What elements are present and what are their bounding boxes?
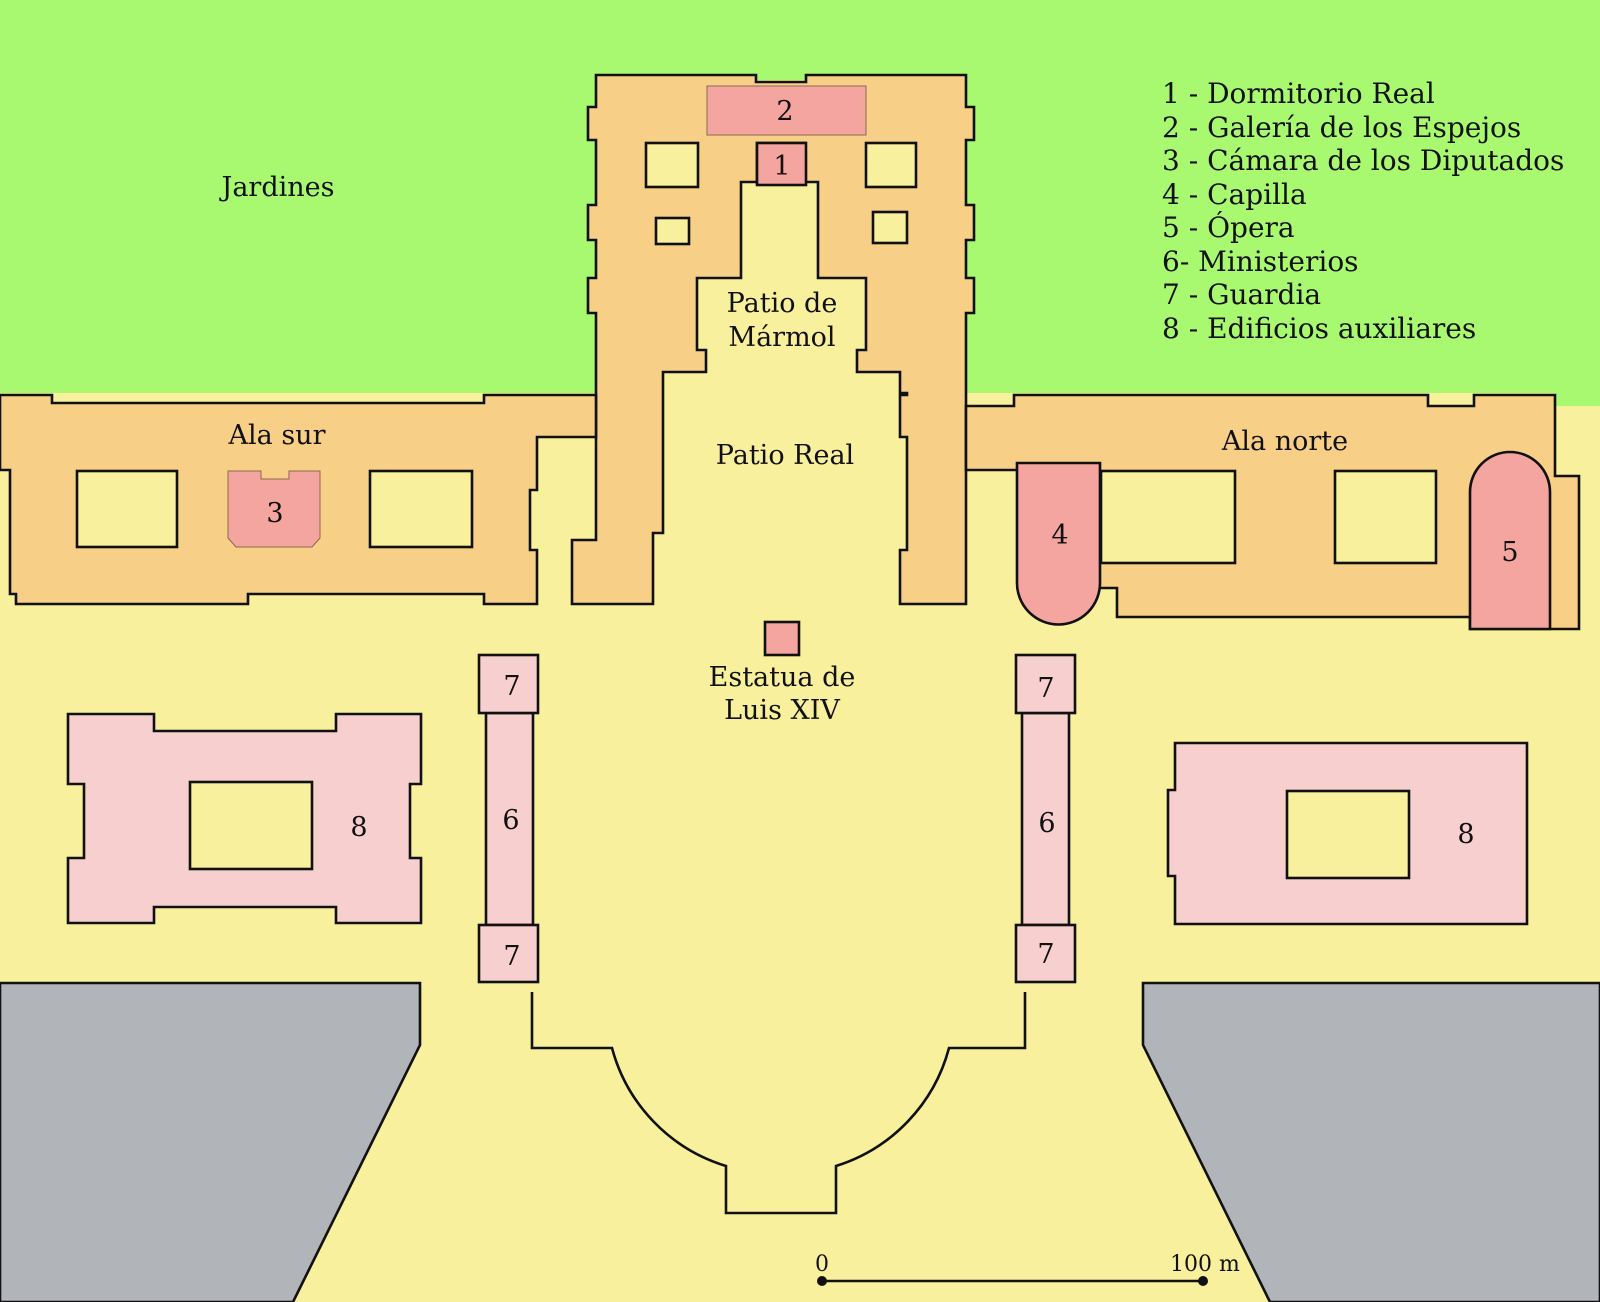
number-chapel: 4 bbox=[1051, 520, 1068, 551]
legend-item: 6- Ministerios bbox=[1162, 245, 1359, 278]
number-guard-right-top: 7 bbox=[1037, 673, 1054, 704]
north-wing-label: Ala norte bbox=[1221, 426, 1348, 457]
north-wing-court-1 bbox=[1099, 469, 1237, 565]
legend: 1 - Dormitorio Real 2 - Galería de los E… bbox=[1162, 77, 1564, 345]
number-ministry-right: 6 bbox=[1038, 808, 1055, 839]
chamber-of-deputies bbox=[227, 470, 321, 548]
number-guard-left-top: 7 bbox=[503, 671, 520, 702]
street-left bbox=[0, 981, 422, 1302]
legend-item: 3 - Cámara de los Diputados bbox=[1162, 144, 1564, 177]
legend-item: 2 - Galería de los Espejos bbox=[1162, 111, 1521, 144]
auxiliary-court-right bbox=[1285, 789, 1411, 880]
number-hall-of-mirrors: 2 bbox=[776, 96, 793, 127]
forecourt-outline bbox=[530, 992, 1027, 1215]
number-auxiliary-right: 8 bbox=[1457, 819, 1474, 850]
statue-of-louis-xiv bbox=[763, 620, 801, 657]
number-auxiliary-left: 8 bbox=[350, 812, 367, 843]
street-right bbox=[1141, 981, 1600, 1302]
central-court-2 bbox=[864, 141, 918, 189]
auxiliary-court-left bbox=[188, 780, 314, 871]
south-wing-label: Ala sur bbox=[228, 420, 326, 451]
statue-label-line1: Estatua de bbox=[709, 662, 856, 693]
scale-start-label: 0 bbox=[815, 1252, 829, 1277]
number-guard-right-bottom: 7 bbox=[1037, 939, 1054, 970]
legend-item: 7 - Guardia bbox=[1162, 278, 1321, 311]
legend-item: 4 - Capilla bbox=[1162, 178, 1307, 211]
chapel bbox=[1015, 461, 1102, 626]
number-opera: 5 bbox=[1501, 537, 1518, 568]
gardens-area bbox=[0, 0, 1600, 406]
scale-end-label: 100 m bbox=[1170, 1252, 1240, 1277]
central-court-3 bbox=[654, 216, 691, 246]
legend-item: 8 - Edificios auxiliares bbox=[1162, 312, 1476, 345]
scale-bar-end-dot bbox=[1198, 1276, 1208, 1286]
number-royal-bedroom: 1 bbox=[773, 151, 790, 182]
guard-right-top bbox=[1014, 653, 1077, 715]
royal-bedroom bbox=[755, 141, 808, 187]
marble-court-label-line1: Patio de bbox=[727, 288, 838, 319]
statue-label-line2: Luis XIV bbox=[724, 695, 840, 726]
opera bbox=[1468, 450, 1552, 631]
scale-bar: 0 100 m bbox=[815, 1252, 1240, 1286]
number-chamber-of-deputies: 3 bbox=[266, 498, 283, 529]
guard-right-bottom bbox=[1014, 923, 1077, 984]
number-ministry-left: 6 bbox=[502, 805, 519, 836]
guard-left-bottom bbox=[477, 923, 540, 984]
scale-bar-start-dot bbox=[817, 1276, 827, 1286]
south-wing-court-1 bbox=[75, 469, 179, 549]
central-palace-block bbox=[570, 73, 976, 606]
ministry-left bbox=[484, 711, 535, 927]
central-court-4 bbox=[871, 210, 909, 245]
legend-item: 5 - Ópera bbox=[1162, 210, 1295, 244]
number-guard-left-bottom: 7 bbox=[503, 941, 520, 972]
guard-left-top bbox=[477, 653, 540, 715]
legend-item: 1 - Dormitorio Real bbox=[1162, 77, 1435, 110]
marble-court-label-line2: Mármol bbox=[728, 322, 835, 353]
south-wing-court-2 bbox=[368, 469, 474, 549]
north-wing-court-2 bbox=[1333, 469, 1438, 565]
central-court-1 bbox=[644, 141, 700, 189]
royal-court-label: Patio Real bbox=[716, 440, 854, 471]
hall-of-mirrors bbox=[706, 85, 867, 136]
gardens-label: Jardines bbox=[219, 172, 335, 203]
